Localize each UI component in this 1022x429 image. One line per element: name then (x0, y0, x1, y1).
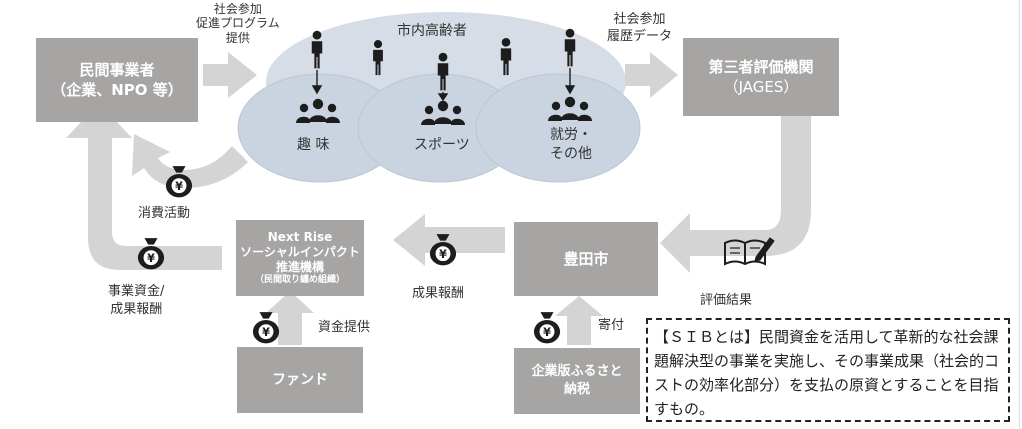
nextrise-org: 推進機構 (275, 259, 324, 274)
nextrise-name: Next Rise (267, 229, 333, 244)
arrow-operator-to-seniors (203, 52, 257, 98)
funds-line1: 事業資金/ (108, 284, 165, 299)
arrow-evaluator-to-city (660, 116, 811, 273)
furusato-tax-box: 企業版ふるさと 納税 (514, 348, 640, 414)
provision-line1: 社会参加 (213, 2, 262, 16)
evaluation-book-icon (724, 237, 775, 266)
arrow-seniors-to-evaluator (625, 52, 678, 98)
history-line1: 社会参加 (613, 12, 666, 27)
operator-title: 民間事業者 (79, 60, 155, 79)
consumption-label: 消費活動 (138, 206, 191, 221)
provision-line3: 提供 (225, 30, 250, 45)
outcome-payment-label: 成果報酬 (412, 286, 465, 301)
funds-line2: 成果報酬 (110, 301, 163, 317)
sib-note-text: 【ＳＩＢとは】民間資金を活用して革新的な社会課題解決型の事業を実施し、その事業成… (654, 328, 1000, 418)
evaluator-box: 第三者評価機関 （JAGES） (683, 38, 839, 116)
seniors-title: 市内高齢者 (397, 23, 467, 39)
toyota-city-box: 豊田市 (514, 222, 658, 296)
fund-label: ファンド (272, 371, 328, 388)
evaluation-result-label: 評価結果 (700, 293, 753, 308)
capital-provision-label: 資金提供 (318, 320, 371, 335)
money-bag-icon (533, 312, 561, 344)
sports-label: スポーツ (414, 137, 470, 153)
furusato-line1: 企業版ふるさと (531, 364, 623, 380)
arrow-nextrise-to-operator (66, 103, 222, 270)
page-edge-rule (1019, 0, 1020, 429)
city-label: 豊田市 (563, 249, 609, 268)
arrow-furusato-to-city (555, 296, 603, 345)
private-operator-box: 民間事業者 （企業、NPO 等） (36, 38, 198, 122)
money-bag-icon (252, 312, 280, 344)
work-label-line2: その他 (550, 145, 592, 162)
nextrise-desc: ソーシャルインパクト (240, 244, 360, 259)
evaluator-title: 第三者評価機関 (708, 57, 814, 76)
sib-definition-note: 【ＳＩＢとは】民間資金を活用して革新的な社会課題解決型の事業を実施し、その事業成… (646, 318, 1010, 422)
furusato-line2: 納税 (563, 382, 590, 397)
arrow-city-to-nextrise (393, 214, 505, 266)
provision-line2: 促進プログラム (196, 16, 280, 31)
history-line2: 履歴データ (607, 28, 673, 44)
work-label: 就労・ その他 (550, 126, 592, 164)
seniors-cloud (237, 12, 641, 183)
arrow-consumption (132, 134, 248, 188)
participation-arrows (311, 68, 576, 102)
operator-subtitle: （企業、NPO 等） (51, 81, 183, 99)
program-provision-label: 社会参加 促進プログラム 提供 (196, 2, 280, 45)
hobby-label: 趣 味 (297, 137, 330, 153)
money-bag-icon (137, 238, 165, 270)
history-data-label: 社会参加 履歴データ (607, 12, 672, 46)
fund-box: ファンド (237, 347, 363, 413)
work-label-line1: 就労・ (550, 127, 592, 143)
donation-label: 寄付 (598, 318, 625, 333)
evaluator-subtitle: （JAGES） (723, 78, 799, 96)
nextrise-box: Next Rise ソーシャルインパクト 推進機構 （民間取り纏め組織） (236, 220, 364, 296)
funds-label: 事業資金/ 成果報酬 (108, 283, 164, 318)
nextrise-note: （民間取り纏め組織） (254, 274, 345, 285)
